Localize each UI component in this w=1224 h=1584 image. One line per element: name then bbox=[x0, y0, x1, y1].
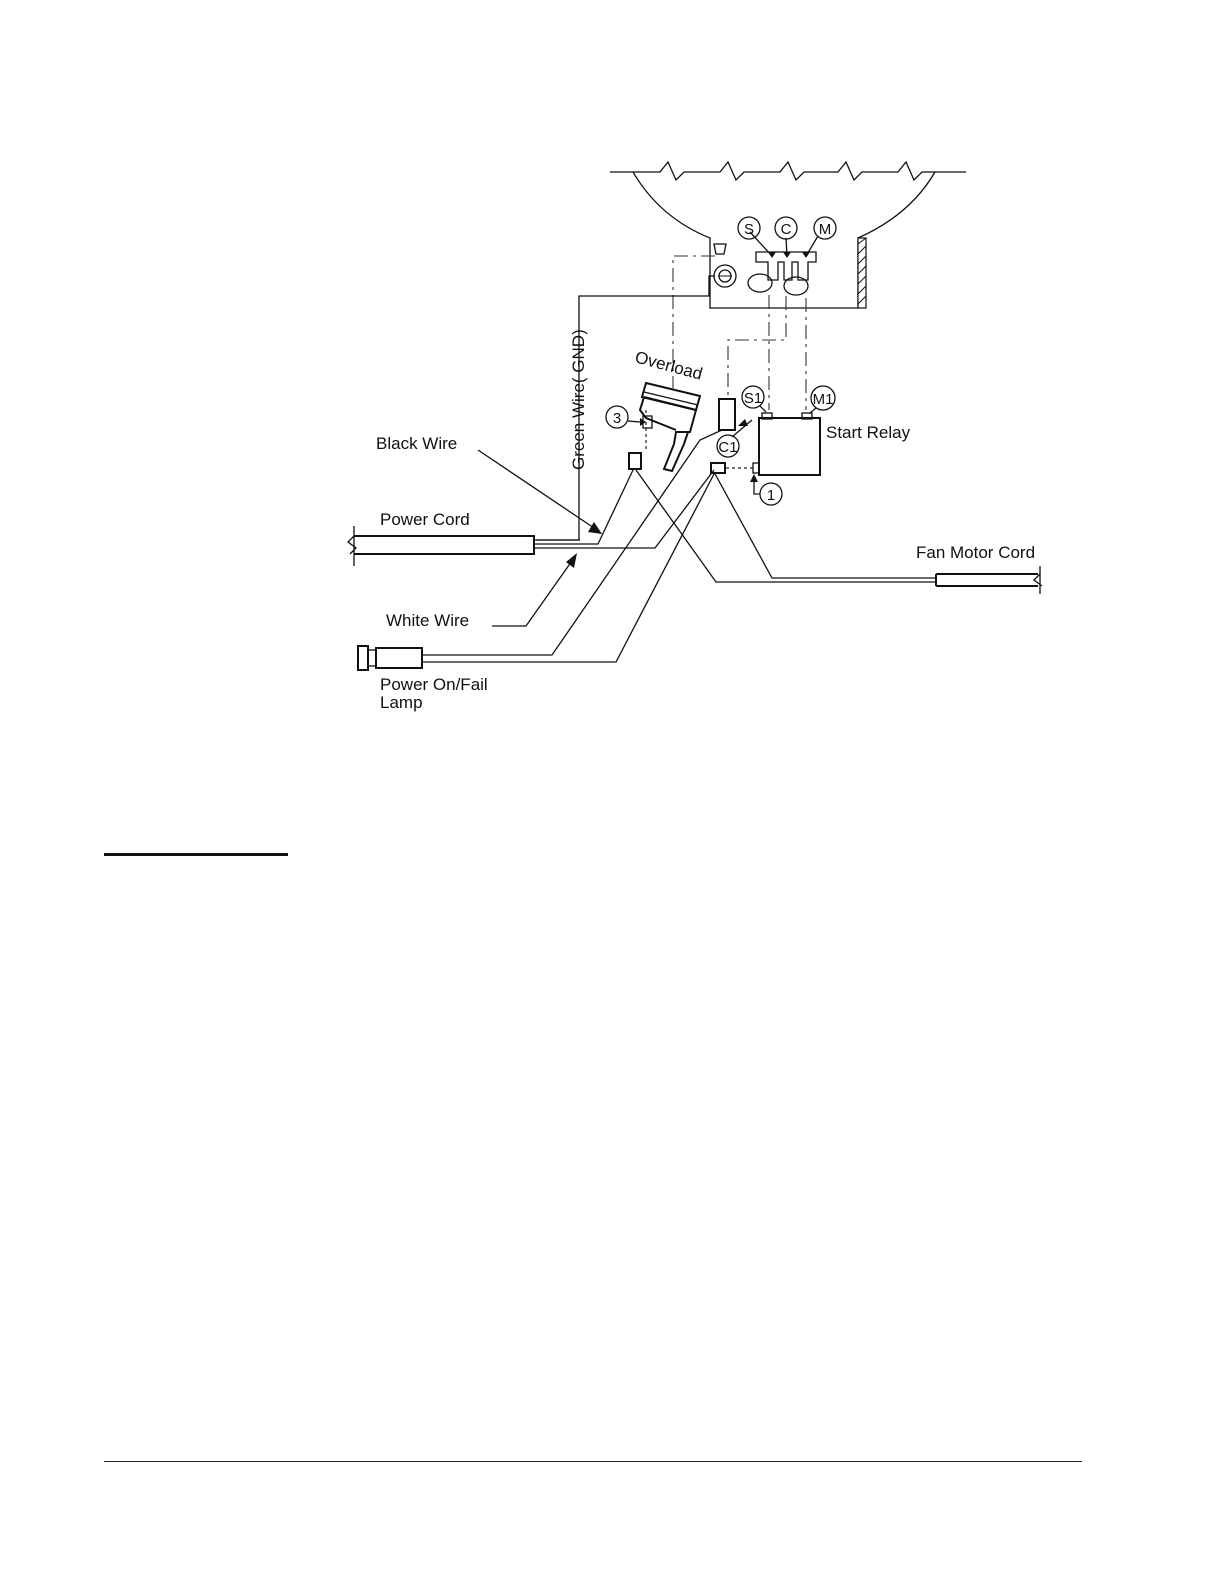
c1-connector: C1 bbox=[717, 399, 752, 457]
white-wire-label: White Wire bbox=[386, 611, 469, 630]
terminal-1: 1 bbox=[750, 474, 782, 505]
compressor-terminal-block bbox=[748, 232, 818, 295]
svg-text:S1: S1 bbox=[744, 390, 762, 407]
section-rule bbox=[104, 853, 288, 856]
white-wire-leader bbox=[492, 553, 577, 626]
svg-text:C1: C1 bbox=[718, 439, 737, 456]
svg-text:1: 1 bbox=[767, 487, 775, 504]
svg-text:M1: M1 bbox=[813, 391, 834, 408]
power-cord-label: Power Cord bbox=[380, 510, 470, 529]
fan-motor-cord bbox=[936, 566, 1042, 594]
terminal-m1: M1 bbox=[810, 386, 835, 413]
svg-text:M: M bbox=[819, 221, 832, 238]
svg-text:S: S bbox=[744, 221, 754, 238]
ground-screw-icon bbox=[714, 244, 736, 287]
terminal-c: C bbox=[775, 217, 797, 239]
svg-text:3: 3 bbox=[613, 410, 621, 427]
svg-text:C: C bbox=[781, 221, 792, 238]
terminal-s: S bbox=[738, 217, 760, 239]
start-relay-label: Start Relay bbox=[826, 423, 911, 442]
overload bbox=[629, 383, 700, 471]
black-wire-label: Black Wire bbox=[376, 434, 457, 453]
fan-motor-cord-label: Fan Motor Cord bbox=[916, 543, 1035, 562]
green-wire-label: Green Wire( GND) bbox=[569, 329, 588, 470]
lamp-label-line2: Lamp bbox=[380, 693, 423, 712]
power-lamp bbox=[358, 646, 422, 670]
lamp-label-line1: Power On/Fail bbox=[380, 675, 488, 694]
terminal-s1: S1 bbox=[742, 386, 766, 412]
overload-label: Overload bbox=[633, 348, 705, 384]
terminal-m: M bbox=[814, 217, 836, 239]
footer-rule bbox=[104, 1461, 1082, 1462]
